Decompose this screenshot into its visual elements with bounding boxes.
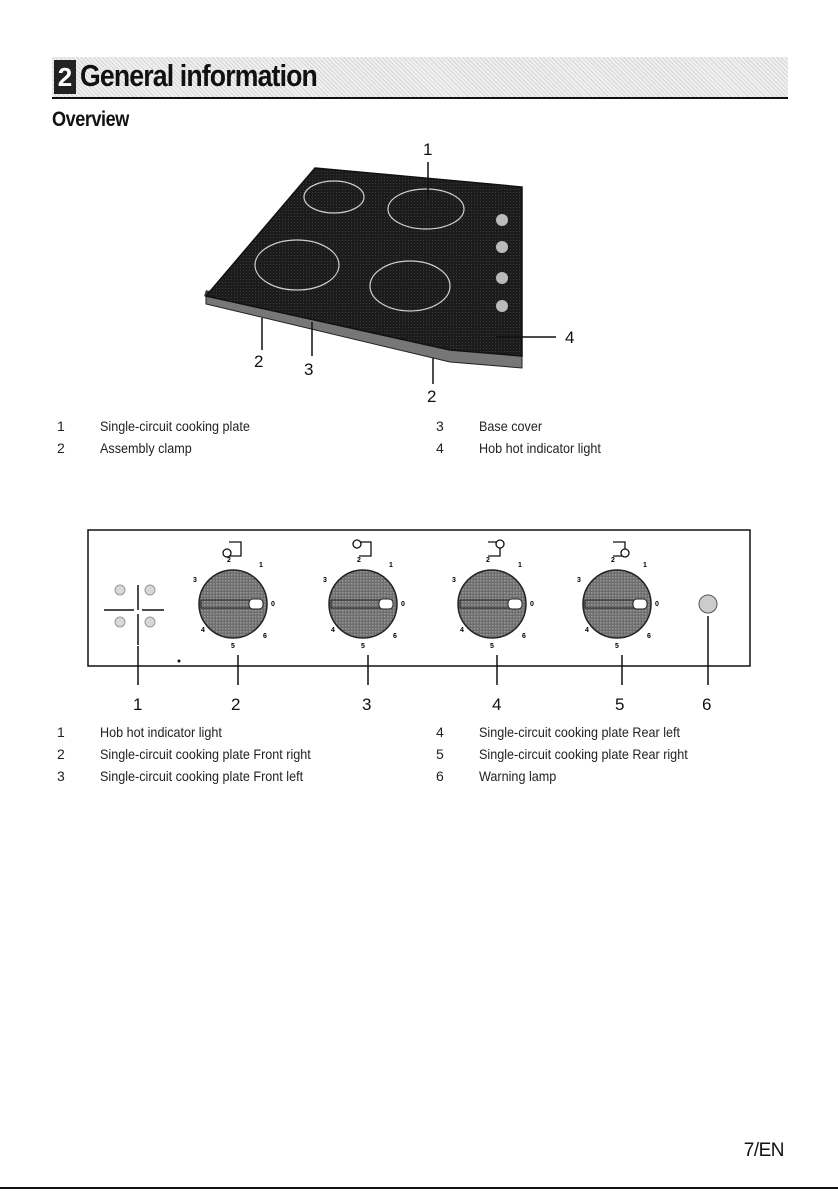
section-number-badge: 2 — [54, 60, 76, 94]
legend-figure1: 1 Single-circuit cooking plate 2 Assembl… — [57, 416, 797, 460]
knob-number: 2 — [486, 557, 490, 564]
page-number: 7/EN — [743, 1140, 785, 1161]
knob-number: 3 — [193, 577, 197, 584]
knob-number: 5 — [615, 643, 619, 650]
callout-3: 3 — [362, 695, 372, 714]
knob-number: 2 — [611, 557, 615, 564]
knob-number: 6 — [393, 633, 397, 640]
knob-number: 3 — [577, 577, 581, 584]
knob-number: 2 — [227, 557, 231, 564]
subsection-title: Overview — [52, 108, 129, 131]
legend-text: Hob hot indicator light — [100, 724, 222, 740]
knob-number: 3 — [452, 577, 456, 584]
legend-number: 2 — [57, 440, 65, 456]
legend-text: Warning lamp — [479, 768, 557, 784]
zone-symbol-icon — [352, 539, 372, 557]
knob-number: 4 — [585, 627, 589, 634]
hob-hot-indicator-symbol — [104, 584, 164, 645]
knob-number: 5 — [490, 643, 494, 650]
callout-2: 2 — [231, 695, 241, 714]
legend-text: Single-circuit cooking plate Front left — [100, 768, 304, 784]
cooking-zone-front-left — [254, 239, 340, 291]
legend-text: Single-circuit cooking plate Front right — [100, 746, 311, 762]
callout-4: 4 — [565, 328, 575, 347]
control-knob[interactable]: 1 2 3 4 5 6 0 — [323, 539, 405, 650]
knob-number: 0 — [271, 601, 275, 608]
knob-number: 0 — [401, 601, 405, 608]
zone-symbol-icon — [613, 541, 630, 558]
legend-number: 1 — [57, 418, 65, 434]
legend-text: Hob hot indicator light — [479, 440, 601, 456]
knob-number: 5 — [231, 643, 235, 650]
knob-number: 6 — [263, 633, 267, 640]
hob-illustration — [204, 162, 556, 384]
knob-number: 5 — [361, 643, 365, 650]
control-knob[interactable]: 1 2 3 4 5 6 0 — [193, 541, 275, 650]
callout-4: 4 — [492, 695, 502, 714]
legend-text: Single-circuit cooking plate Rear left — [479, 724, 681, 740]
callout-5: 5 — [615, 695, 625, 714]
legend-text: Base cover — [479, 418, 543, 434]
knob-number: 1 — [259, 562, 263, 569]
legend-number: 2 — [57, 746, 65, 762]
knob-number: 1 — [518, 562, 522, 569]
legend-number: 1 — [57, 724, 65, 740]
knob-number: 3 — [323, 577, 327, 584]
warning-lamp — [698, 594, 718, 614]
legend-figure2: 1 Hob hot indicator light 2 Single-circu… — [57, 722, 797, 788]
legend-number: 3 — [436, 418, 444, 434]
section-header-band — [52, 57, 788, 99]
knob-number: 6 — [522, 633, 526, 640]
legend-text: Assembly clamp — [100, 440, 192, 456]
callout-1: 1 — [423, 140, 433, 159]
bottom-rule — [0, 1187, 838, 1189]
callout-1: 1 — [133, 695, 143, 714]
legend-number: 4 — [436, 440, 444, 456]
knob-number: 4 — [331, 627, 335, 634]
knob-number: 4 — [460, 627, 464, 634]
control-knob[interactable]: 1 2 3 4 5 6 0 — [577, 541, 659, 650]
cooking-zone-rear-left — [303, 180, 365, 214]
legend-number: 3 — [57, 768, 65, 784]
zone-symbol-icon — [488, 539, 505, 557]
cooking-zone-front-right — [369, 260, 451, 312]
cooking-zone-rear-right — [387, 188, 465, 230]
callout-2-right: 2 — [427, 387, 437, 406]
callout-2-left: 2 — [254, 352, 264, 371]
knob-number: 4 — [201, 627, 205, 634]
knob-number: 0 — [655, 601, 659, 608]
knob-number: 1 — [643, 562, 647, 569]
zone-symbol-icon — [222, 541, 242, 558]
legend-number: 6 — [436, 768, 444, 784]
legend-number: 4 — [436, 724, 444, 740]
callout-6: 6 — [702, 695, 712, 714]
legend-text: Single-circuit cooking plate Rear right — [479, 746, 688, 762]
section-title: General information — [80, 58, 318, 93]
control-panel-illustration: 1 2 3 4 5 6 0 1 2 3 4 5 6 0 1 2 3 4 5 6 0 1 2 3 4 5 6 0 — [87, 529, 751, 685]
callout-3: 3 — [304, 360, 314, 379]
legend-number: 5 — [436, 746, 444, 762]
knob-number: 2 — [357, 557, 361, 564]
knob-number: 6 — [647, 633, 651, 640]
knob-number: 1 — [389, 562, 393, 569]
legend-text: Single-circuit cooking plate — [100, 418, 250, 434]
control-knob[interactable]: 1 2 3 4 5 6 0 — [452, 539, 534, 650]
knob-number: 0 — [530, 601, 534, 608]
